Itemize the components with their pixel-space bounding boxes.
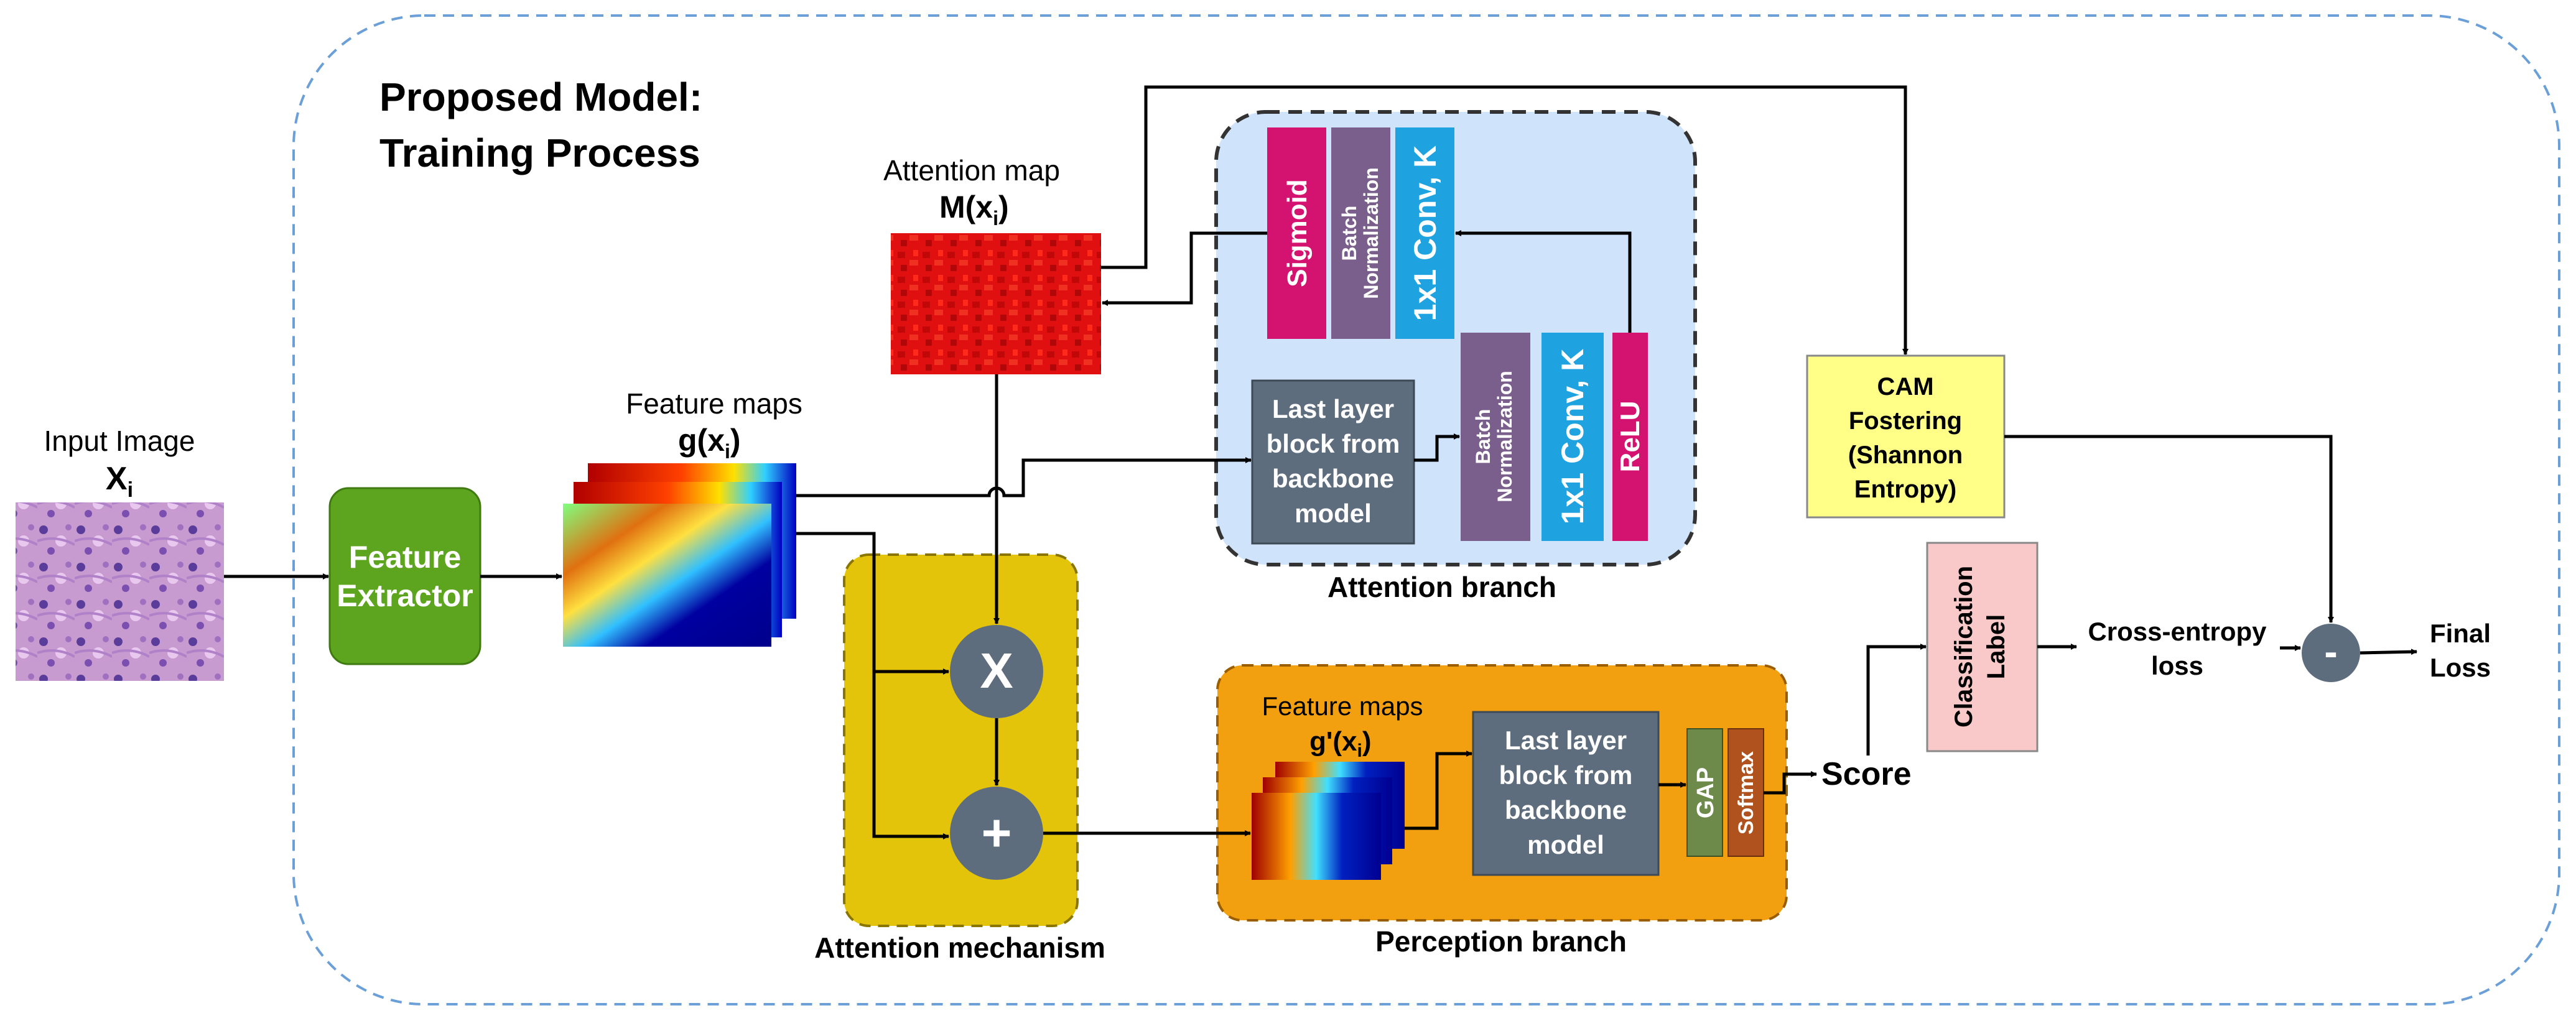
- perception-backbone-block: [1472, 711, 1660, 876]
- perception-feature-map-layer-1: [1252, 793, 1381, 880]
- score-label: Score: [1821, 756, 1912, 792]
- sigmoid-label: Sigmoid: [1282, 179, 1313, 287]
- arrow-sigmoid-to-attention-map: [1102, 231, 1267, 306]
- cam-line-3: (Shannon: [1848, 441, 1963, 469]
- feature-extractor-line-1: Feature: [349, 540, 462, 575]
- perception-backbone-line-2: block from: [1499, 760, 1633, 790]
- arrow-maps-to-attention-backbone: [796, 457, 1252, 497]
- relu-label: ReLU: [1615, 401, 1645, 473]
- input-image-label: Input Image: [44, 425, 195, 457]
- title-line-2: Training Process: [379, 131, 700, 175]
- softmax-block: [1727, 728, 1764, 857]
- batch-norm-bottom-block: [1461, 333, 1530, 541]
- attention-backbone-line-2: block from: [1267, 429, 1400, 458]
- connectors: [224, 85, 2417, 839]
- attention-map-label: Attention map: [883, 154, 1060, 187]
- feature-maps-symbol: g(xi): [678, 423, 741, 463]
- cam-line-1: CAM: [1877, 373, 1933, 400]
- title-line-1: Proposed Model:: [379, 75, 702, 119]
- conv-top-block: [1395, 127, 1454, 339]
- minus-symbol: -: [2324, 629, 2337, 674]
- classification-line-1: Classification: [1950, 566, 1978, 728]
- feature-extractor-line-2: Extractor: [337, 578, 473, 613]
- cam-line-2: Fostering: [1849, 407, 1962, 435]
- conv-bottom-block: [1541, 333, 1604, 541]
- arrow-score-to-classification: [1866, 644, 1927, 756]
- attention-map-image: [891, 233, 1101, 374]
- arrow-softmax-to-score: [1764, 771, 1817, 795]
- classification-label-box: [1926, 542, 2039, 752]
- minus-operator: [2302, 624, 2360, 682]
- conv-top-label: 1x1 Conv, K: [1408, 146, 1443, 321]
- attention-backbone-line-1: Last layer: [1272, 394, 1394, 423]
- multiply-symbol: X: [980, 643, 1013, 698]
- multiply-operator: [950, 625, 1043, 718]
- final-loss-line-2: Loss: [2430, 653, 2491, 682]
- arrow-backbone-to-bn: [1414, 433, 1460, 462]
- cross-entropy-line-1: Cross-entropy: [2088, 617, 2267, 646]
- perception-branch-caption: Perception branch: [1375, 925, 1627, 958]
- classification-line-2: Label: [1983, 614, 2010, 679]
- add-operator: [950, 787, 1043, 880]
- softmax-label: Softmax: [1734, 751, 1758, 834]
- gap-label: GAP: [1693, 767, 1719, 818]
- arrow-relu-to-conv: [1455, 230, 1632, 333]
- sigmoid-block: [1267, 127, 1326, 339]
- feature-map-layer-1: [563, 504, 771, 647]
- batch-norm-top-line-2: Normalization: [1360, 167, 1382, 299]
- input-image: [16, 502, 224, 681]
- feature-maps-label: Feature maps: [626, 387, 802, 420]
- attention-backbone-line-3: backbone: [1272, 464, 1394, 493]
- add-symbol: +: [981, 803, 1011, 862]
- arrow-maps-to-add: [872, 672, 949, 839]
- attention-mechanism-box: [843, 553, 1079, 927]
- attention-mechanism-caption: Attention mechanism: [814, 931, 1105, 964]
- attention-map-symbol: M(xi): [939, 190, 1009, 229]
- batch-norm-bottom-line-2: Normalization: [1494, 371, 1516, 502]
- perception-feature-maps-label: Feature maps: [1262, 691, 1423, 721]
- perception-backbone-line-1: Last layer: [1505, 726, 1627, 755]
- feature-extractor-box: [328, 487, 481, 665]
- conv-bottom-label: 1x1 Conv, K: [1555, 349, 1590, 525]
- gap-block: [1686, 728, 1723, 857]
- perception-backbone-line-3: backbone: [1505, 795, 1627, 825]
- batch-norm-top-line-1: Batch: [1338, 206, 1360, 261]
- arrow-minus-to-final: [2360, 649, 2417, 655]
- perception-backbone-line-4: model: [1527, 830, 1604, 859]
- attention-backbone-block: [1251, 379, 1415, 545]
- arrow-attention-map-to-cam: [1101, 85, 1909, 355]
- arrow-maps-to-multiply: [796, 532, 949, 675]
- outer-boundary: [292, 14, 2560, 1005]
- cam-line-4: Entropy): [1854, 476, 1956, 503]
- attention-branch-caption: Attention branch: [1328, 571, 1556, 603]
- arrow-cam-to-minus: [2004, 435, 2334, 623]
- arrow-perception-maps-to-backbone: [1405, 751, 1472, 830]
- attention-backbone-line-4: model: [1295, 499, 1372, 528]
- final-loss-line-1: Final: [2430, 619, 2491, 648]
- batch-norm-bottom-line-1: Batch: [1472, 409, 1494, 464]
- perception-feature-maps-symbol: g'(xi): [1309, 726, 1371, 761]
- relu-block: [1612, 333, 1648, 541]
- batch-norm-top-block: [1331, 127, 1390, 339]
- input-image-symbol: Xi: [106, 461, 133, 502]
- cross-entropy-line-2: loss: [2151, 651, 2203, 680]
